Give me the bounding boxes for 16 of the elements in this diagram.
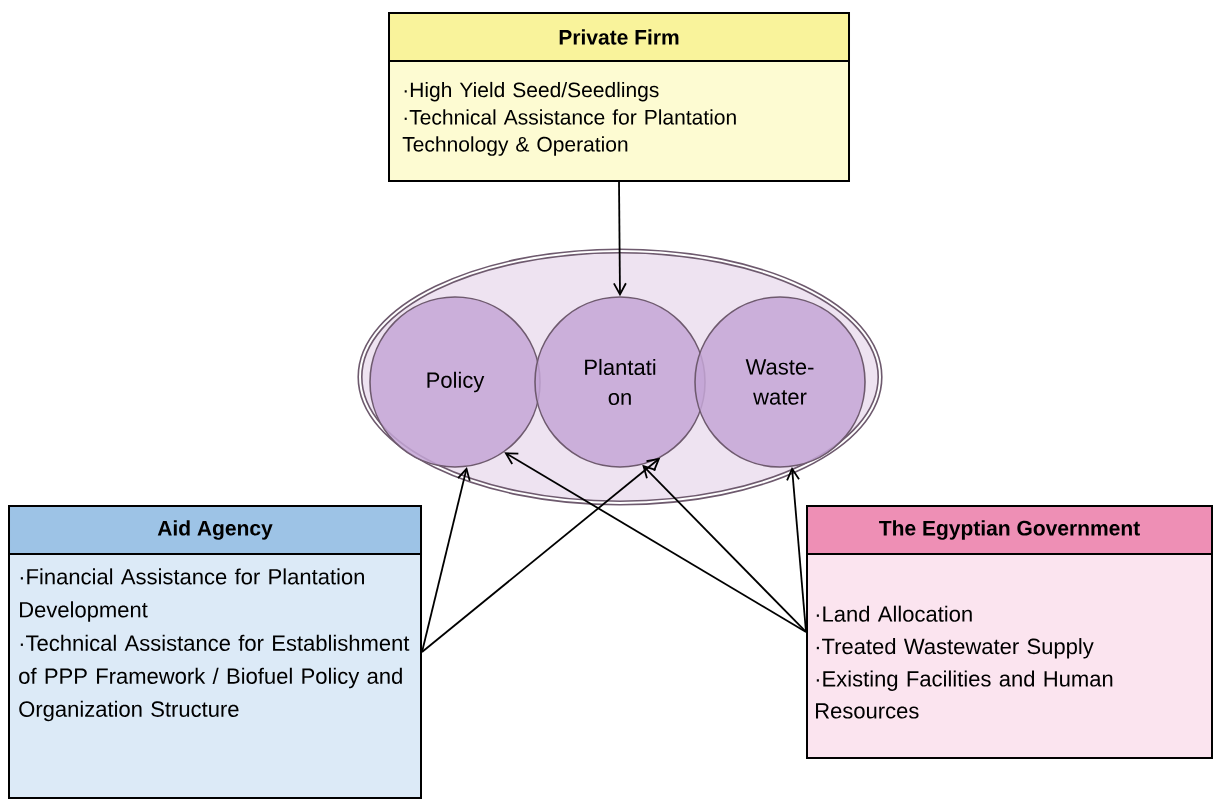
header-bar: Private Firm — [388, 12, 850, 62]
arrow — [613, 181, 627, 297]
arrow — [786, 466, 807, 633]
arrow — [504, 452, 807, 633]
bullet-item: ·Existing Facilities and Human Resources — [816, 670, 1113, 719]
header-bar: Aid Agency — [8, 505, 422, 555]
bullet-item: ·Technical Assistance for Establishment of PPP Framework / Biofuel Policy and Organization Structure — [19, 634, 410, 722]
arrow — [421, 466, 471, 653]
arrow — [421, 457, 661, 653]
bullet-item: ·Technical Assistance for Plantation Technology & Operation — [402, 109, 736, 156]
bullet-item: ·Financial Assistance for Plantation Development — [20, 568, 364, 622]
bullet-item: ·High Yield Seed/Seedlings — [404, 81, 659, 102]
arrow — [642, 464, 807, 633]
header-bar: The Egyptian Government — [806, 505, 1213, 555]
bullet-item: ·Land Allocation — [816, 605, 972, 622]
bullet-item: ·Treated Wastewater Supply — [816, 638, 1094, 659]
